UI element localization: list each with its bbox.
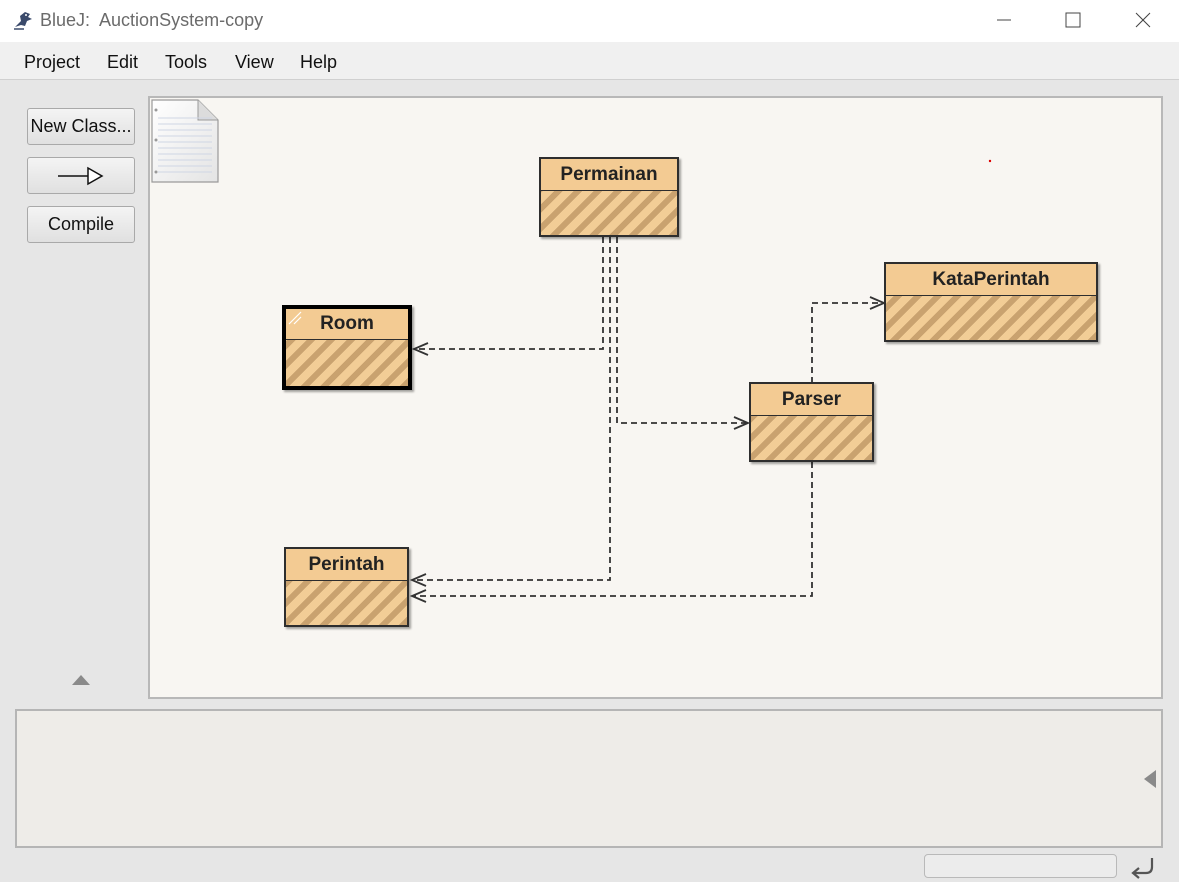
- menu-view[interactable]: View: [235, 52, 274, 72]
- menu-edit[interactable]: Edit: [107, 52, 139, 72]
- bluej-bird-icon: [14, 12, 32, 30]
- expand-up-icon[interactable]: [71, 674, 91, 686]
- dependency-parser-perintah: [414, 462, 813, 597]
- minimize-button[interactable]: [976, 0, 1032, 40]
- new-class-button[interactable]: New Class...: [27, 108, 135, 145]
- class-uncompiled-hatch: [886, 296, 1096, 340]
- compile-button[interactable]: Compile: [27, 206, 135, 243]
- class-permainan[interactable]: Permainan: [539, 157, 679, 237]
- class-kataperintah[interactable]: KataPerintah: [884, 262, 1098, 342]
- class-room[interactable]: Room: [282, 305, 412, 390]
- codepad-pane[interactable]: [15, 709, 1163, 848]
- class-uncompiled-hatch: [751, 416, 872, 460]
- readme-document-icon[interactable]: [150, 98, 220, 186]
- menu-help[interactable]: Help: [300, 52, 338, 72]
- menu-tools[interactable]: Tools: [165, 52, 208, 72]
- class-uncompiled-hatch: [286, 581, 407, 625]
- title-bar: BlueJ: AuctionSystem-copy: [0, 0, 1179, 42]
- menu-project[interactable]: Project: [24, 52, 81, 72]
- dependency-permainan-room: [416, 237, 604, 350]
- inheritance-arrow-icon: [58, 166, 104, 185]
- class-name: KataPerintah: [886, 264, 1096, 296]
- menu-bar: Project Edit Tools View Help: [0, 42, 1179, 80]
- class-name: Room: [286, 309, 408, 340]
- dependency-permainan-parser: [616, 237, 746, 424]
- maximize-icon: [1065, 12, 1081, 28]
- dependency-parser-kataperintah: [811, 302, 882, 383]
- close-button[interactable]: [1115, 0, 1171, 40]
- class-diagram-canvas[interactable]: Permainan Room KataPerintah Parser Perin…: [148, 96, 1163, 699]
- resize-handle-icon[interactable]: [286, 309, 302, 325]
- dependency-permainan-perintah: [414, 237, 611, 581]
- class-uncompiled-hatch: [541, 191, 677, 235]
- close-icon: [1135, 12, 1151, 28]
- add-inheritance-button[interactable]: [27, 157, 135, 194]
- class-name: Perintah: [286, 549, 407, 581]
- class-uncompiled-hatch: [286, 340, 408, 386]
- reset-machine-icon[interactable]: [1128, 855, 1156, 879]
- class-name: Permainan: [541, 159, 677, 191]
- status-field: [924, 854, 1117, 878]
- maximize-button[interactable]: [1045, 0, 1101, 40]
- dependency-arrows: [409, 159, 992, 603]
- class-name: Parser: [751, 384, 872, 416]
- window-title: BlueJ: AuctionSystem-copy: [40, 10, 264, 30]
- collapse-left-icon[interactable]: [1143, 769, 1157, 789]
- tool-panel: New Class... Compile: [0, 80, 148, 705]
- minimize-icon: [997, 19, 1011, 21]
- class-perintah[interactable]: Perintah: [284, 547, 409, 627]
- class-parser[interactable]: Parser: [749, 382, 874, 462]
